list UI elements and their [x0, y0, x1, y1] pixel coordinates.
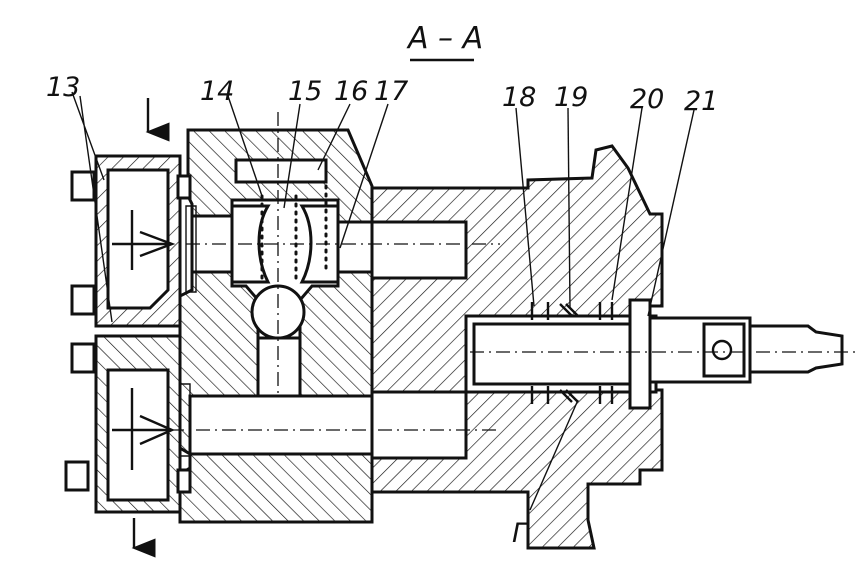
seal-20 — [598, 302, 614, 404]
bolt-4 — [64, 460, 90, 492]
section-label: A – A — [406, 21, 483, 56]
callout-16: 16 — [334, 76, 368, 107]
vertical-channel — [256, 336, 302, 398]
seal-19 — [559, 303, 579, 403]
bolt-1 — [70, 170, 96, 202]
callout-18: 18 — [502, 82, 536, 113]
bolt-5 — [176, 174, 192, 200]
lower-channel — [188, 394, 374, 456]
callout-20: 20 — [630, 84, 664, 115]
check-ball — [250, 284, 306, 340]
bolts — [64, 170, 192, 494]
callout-21: 21 — [684, 86, 718, 117]
top-plug — [234, 158, 328, 184]
drive-shaft-end — [748, 324, 844, 374]
bolt-2 — [70, 284, 96, 316]
callout-14: 14 — [200, 76, 234, 107]
leader-lines — [71, 91, 695, 511]
callout-19: 19 — [554, 82, 588, 113]
callout-labels: 13 14 15 16 17 18 19 20 21 Г — [46, 72, 718, 549]
centerlines — [170, 112, 858, 431]
shaft-assembly — [472, 298, 844, 410]
gland-21 — [628, 298, 652, 410]
lower-fitting — [94, 334, 191, 514]
callout-15: 15 — [288, 76, 322, 107]
callout-17: 17 — [374, 76, 408, 107]
section-title: A – A — [406, 21, 483, 62]
upper-fitting — [94, 154, 197, 328]
shaft — [472, 322, 652, 386]
coupling-pin — [711, 339, 733, 361]
coupling-key — [702, 322, 746, 378]
bolt-3 — [70, 342, 96, 374]
upper-pocket — [370, 220, 468, 280]
lower-pocket — [370, 390, 468, 460]
callout-g: Г — [512, 518, 529, 549]
bolt-6 — [176, 468, 192, 494]
flow-arrows — [131, 98, 170, 558]
seal-18 — [530, 302, 550, 404]
outlet-channel — [336, 220, 374, 274]
callout-13: 13 — [46, 72, 80, 103]
